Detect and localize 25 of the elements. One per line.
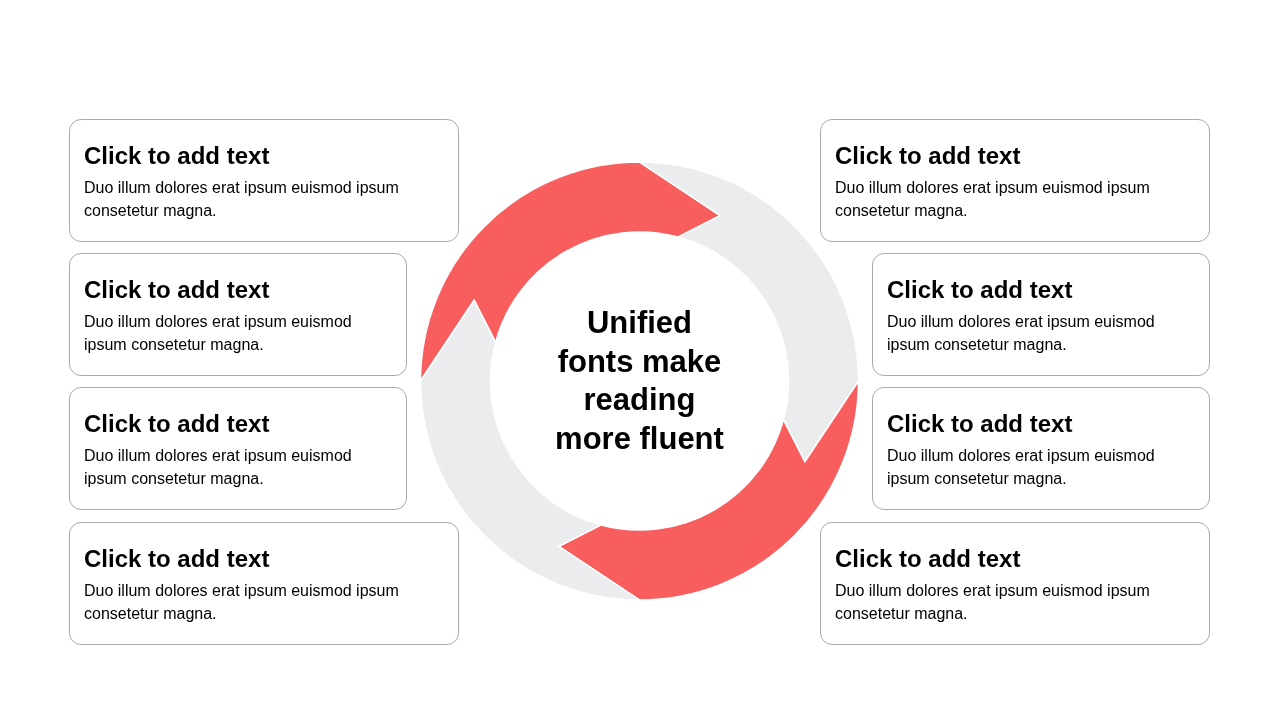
text-card — [69, 387, 407, 510]
text-card — [69, 522, 459, 645]
card-body-text: Duo illum dolores erat ipsum euismod ipsum consetetur magna. — [84, 446, 353, 489]
text-card — [69, 119, 459, 242]
card-body-text: Duo illum dolores erat ipsum euismod ipsum consetetur magna. — [887, 446, 1156, 489]
card-heading: Click to add text — [84, 409, 270, 439]
card-heading: Click to add text — [835, 544, 1021, 574]
card-body-text: Duo illum dolores erat ipsum euismod ipsum consetetur magna. — [835, 581, 1151, 624]
text-card — [872, 253, 1210, 376]
card-heading: Click to add text — [835, 141, 1021, 171]
card-body-text: Duo illum dolores erat ipsum euismod ipsum consetetur magna. — [887, 312, 1156, 355]
card-heading: Click to add text — [887, 275, 1073, 305]
text-card — [872, 387, 1210, 510]
center-title: Unified fonts make reading more fluent — [554, 304, 725, 458]
card-heading: Click to add text — [84, 544, 270, 574]
card-heading: Click to add text — [84, 141, 270, 171]
card-body-text: Duo illum dolores erat ipsum euismod ipsum consetetur magna. — [84, 312, 353, 355]
text-card — [69, 253, 407, 376]
card-body-text: Duo illum dolores erat ipsum euismod ipsum consetetur magna. — [835, 178, 1151, 221]
card-body-text: Duo illum dolores erat ipsum euismod ipsum consetetur magna. — [84, 581, 400, 624]
card-heading: Click to add text — [84, 275, 270, 305]
card-body-text: Duo illum dolores erat ipsum euismod ipsum consetetur magna. — [84, 178, 400, 221]
text-card — [820, 522, 1210, 645]
text-card — [820, 119, 1210, 242]
card-heading: Click to add text — [887, 409, 1073, 439]
